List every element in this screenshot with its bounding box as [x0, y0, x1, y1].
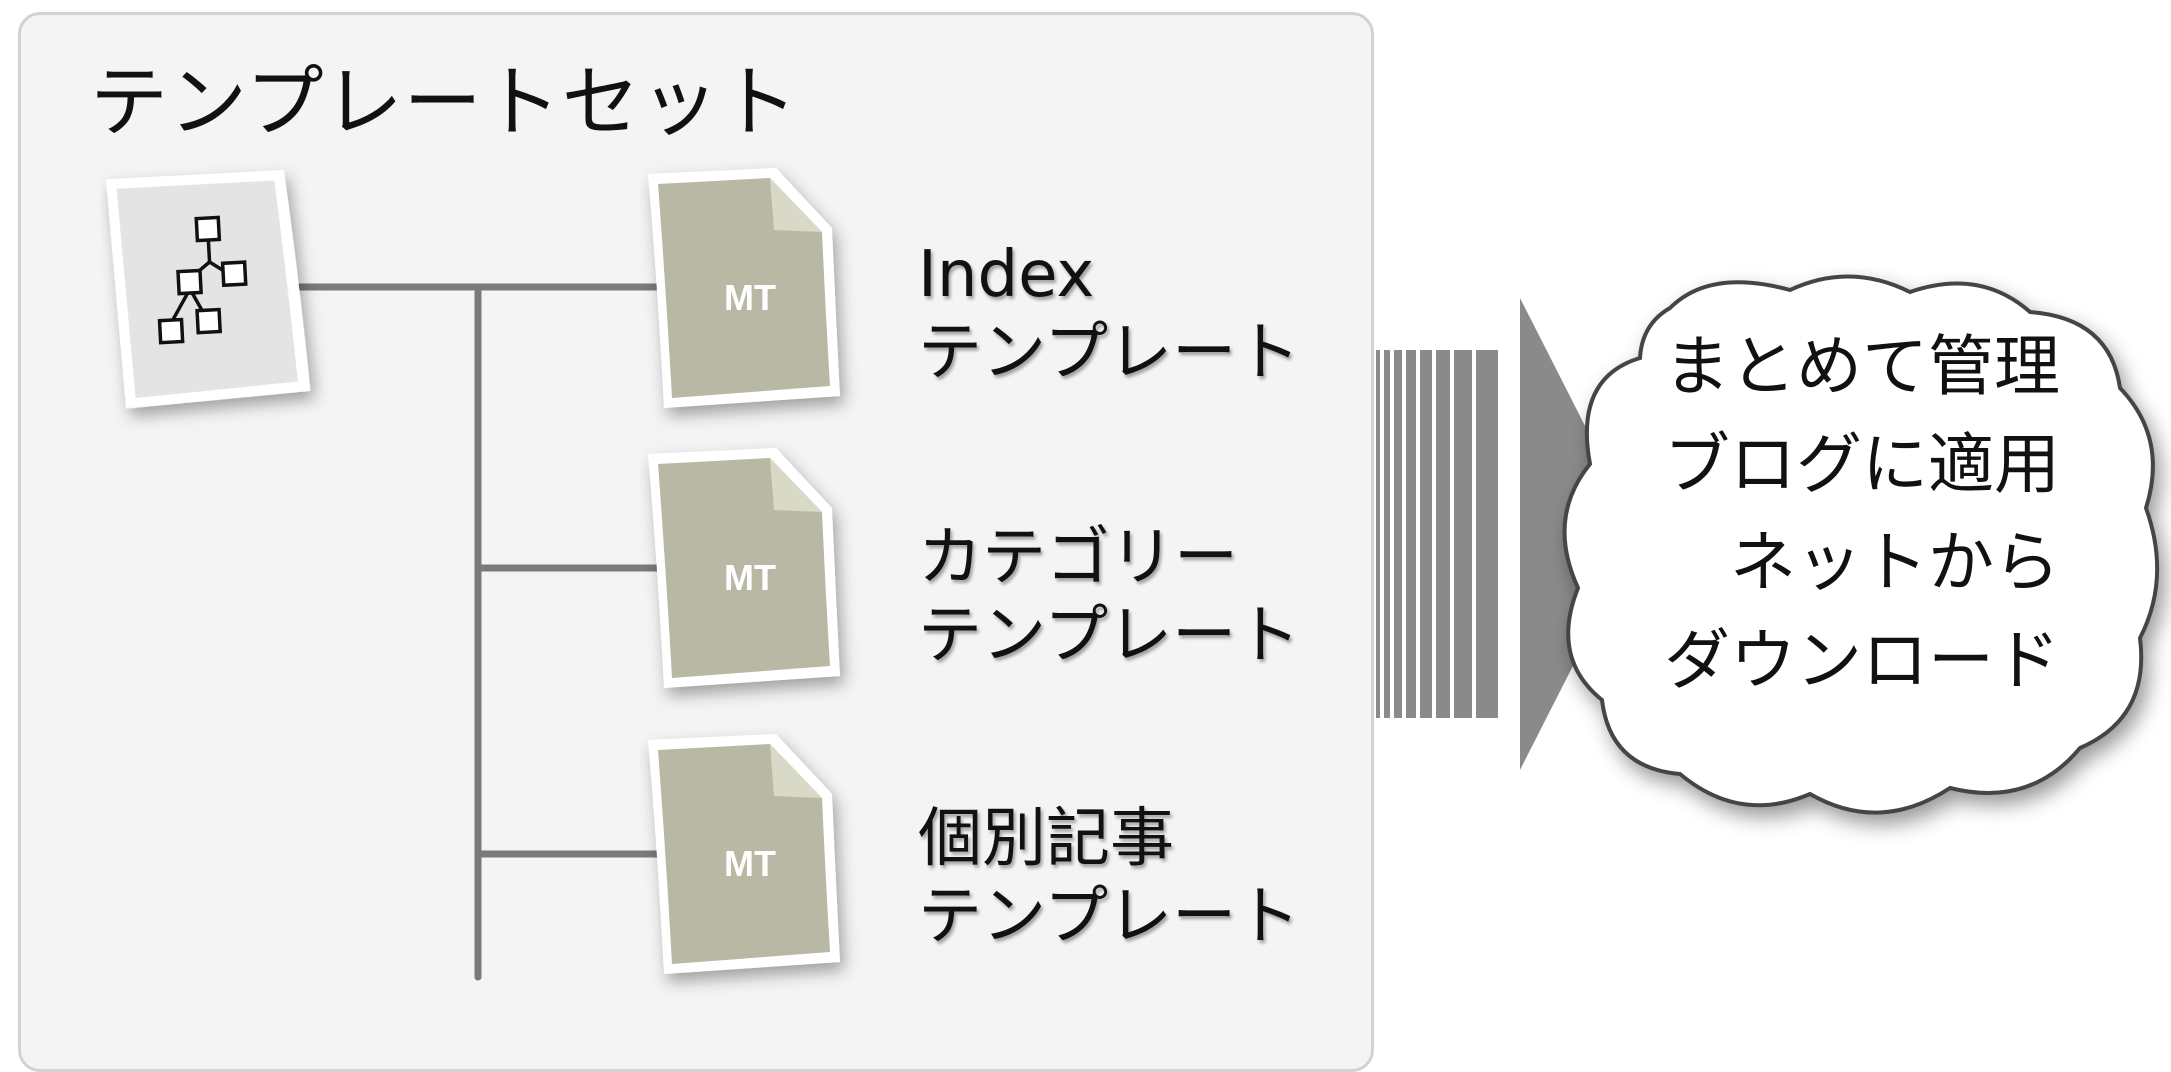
svg-text:MT: MT	[724, 557, 776, 598]
template-suffix: テンプレート	[918, 316, 1301, 390]
template-label-category: カテゴリー テンプレート	[918, 519, 1300, 675]
cloud-line: まとめて管理	[1664, 328, 2060, 405]
template-label-entry: 個別記事 テンプレート	[918, 800, 1300, 956]
cloud-line: ブログに適用	[1664, 426, 2060, 503]
template-set-tree-icon	[106, 169, 311, 409]
template-suffix: テンプレート	[918, 599, 1301, 673]
mt-document-icon: MT	[648, 448, 840, 688]
svg-text:MT: MT	[724, 843, 776, 884]
template-name: Index	[918, 238, 1095, 312]
template-doc-index: MT	[640, 160, 870, 434]
cloud-shape	[1562, 274, 2160, 815]
cloud-line: ネットから	[1730, 524, 2060, 601]
tree-connectors	[292, 283, 669, 981]
template-doc-entry: MT	[640, 726, 870, 1000]
template-name: 個別記事	[918, 802, 1174, 876]
panel-title: テンプレートセット	[90, 58, 799, 148]
template-label-index: Index テンプレート	[918, 236, 1300, 392]
template-doc-category: MT	[640, 440, 870, 714]
template-name: カテゴリー	[918, 521, 1238, 595]
svg-text:MT: MT	[724, 277, 776, 318]
cloud-text: まとめて管理 ブログに適用 ネットから ダウンロード	[1590, 318, 2060, 710]
template-suffix: テンプレート	[918, 880, 1301, 954]
mt-document-icon: MT	[648, 734, 840, 974]
cloud-line: ダウンロード	[1664, 622, 2060, 699]
mt-document-icon: MT	[648, 168, 840, 408]
